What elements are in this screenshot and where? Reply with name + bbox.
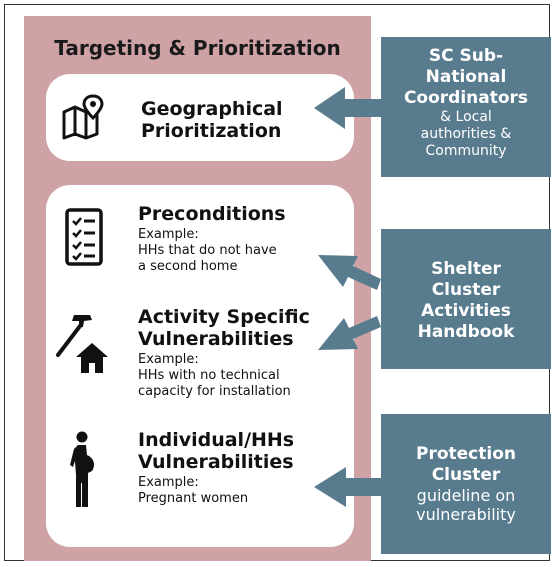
arrow-individual — [314, 467, 381, 507]
protection-line-3: guideline on — [416, 486, 516, 505]
activity-title-2: Vulnerabilities — [138, 328, 294, 350]
protection-line-2: Cluster — [431, 465, 501, 485]
sc-line-4: & Local — [440, 109, 492, 125]
activity-title-1: Activity Specific — [138, 306, 310, 328]
sc-coordinators-box: SC Sub- National Coordinators & Local au… — [381, 37, 551, 177]
sc-line-3: Coordinators — [403, 88, 529, 108]
individual-text-1: Pregnant women — [138, 491, 249, 506]
panel-title: Targeting & Prioritization — [54, 36, 341, 60]
geographical-card: Geographical Prioritization — [46, 74, 354, 161]
shelter-line-2: Cluster — [431, 280, 501, 300]
targeting-panel: Targeting & Prioritization Geographical … — [24, 16, 371, 561]
individual-title-2: Vulnerabilities — [138, 451, 294, 473]
pregnant-woman-icon — [70, 431, 95, 507]
geographical-label-1: Geographical — [141, 98, 283, 120]
preconditions-example: Example: — [138, 227, 199, 242]
activity-text-2: capacity for installation — [138, 384, 291, 399]
activity-example: Example: — [138, 352, 199, 367]
individual-example: Example: — [138, 475, 199, 490]
arrow-geographical — [314, 87, 381, 129]
hammer-house-icon — [56, 315, 108, 373]
shelter-line-4: Handbook — [417, 322, 515, 342]
geographical-label-2: Prioritization — [141, 120, 282, 142]
arrow-activity — [318, 316, 381, 350]
sc-line-1: SC Sub- — [428, 46, 504, 66]
sc-line-6: Community — [425, 143, 507, 159]
sc-line-2: National — [425, 67, 507, 87]
vulnerabilities-card: Preconditions Example: HHs that do not h… — [46, 185, 354, 547]
shelter-line-1: Shelter — [431, 259, 501, 279]
preconditions-title: Preconditions — [138, 203, 286, 225]
map-pin-icon — [62, 94, 104, 140]
protection-line-1: Protection — [416, 444, 516, 464]
preconditions-text-1: HHs that do not have — [138, 243, 277, 258]
checklist-icon — [65, 208, 103, 266]
sc-line-5: authorities & — [420, 126, 512, 142]
protection-line-4: vulnerability — [416, 505, 516, 524]
arrow-preconditions — [318, 255, 381, 290]
shelter-line-3: Activities — [421, 301, 511, 321]
protection-guideline-box: Protection Cluster guideline on vulnerab… — [381, 414, 551, 554]
shelter-handbook-box: Shelter Cluster Activities Handbook — [381, 229, 551, 369]
preconditions-text-2: a second home — [138, 259, 238, 274]
individual-title-1: Individual/HHs — [138, 429, 295, 451]
activity-text-1: HHs with no technical — [138, 368, 280, 383]
